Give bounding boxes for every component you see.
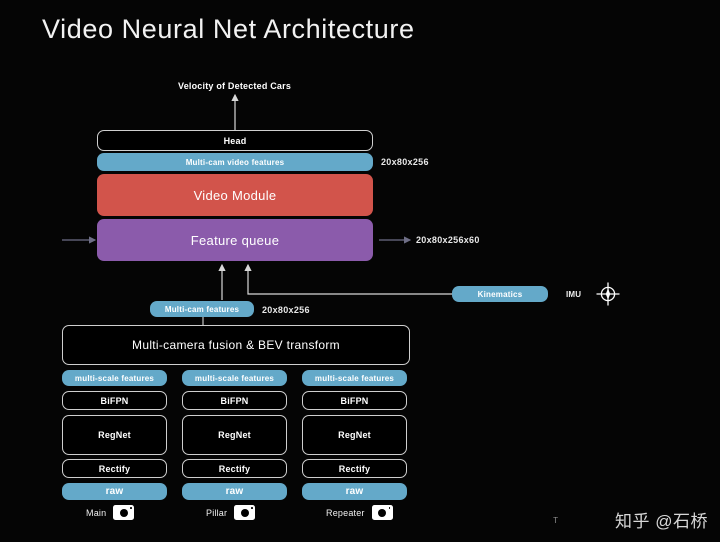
rectify-block-main[interactable]: Rectify <box>62 459 167 478</box>
compass-icon <box>596 282 620 306</box>
dimension-multi-cam-features: 20x80x256 <box>262 305 310 315</box>
output-label: Velocity of Detected Cars <box>178 81 292 91</box>
multi-cam-features-block[interactable]: Multi-cam features <box>150 301 254 317</box>
feature-queue-block[interactable]: Feature queue <box>97 219 373 261</box>
regnet-block-repeater[interactable]: RegNet <box>302 415 407 455</box>
regnet-block-pillar[interactable]: RegNet <box>182 415 287 455</box>
kinematics-block[interactable]: Kinematics <box>452 286 548 302</box>
watermark-mark: T <box>553 516 558 525</box>
camera-row-repeater: Repeater <box>326 505 393 520</box>
page-title: Video Neural Net Architecture <box>42 14 415 44</box>
camera-label: Main <box>86 507 107 518</box>
camera-row-pillar: Pillar <box>206 505 256 520</box>
imu-label: IMU <box>566 290 582 299</box>
bifpn-block-pillar[interactable]: BiFPN <box>182 391 287 410</box>
multi-scale-features-block-pillar[interactable]: multi-scale features <box>182 370 287 386</box>
head-block[interactable]: Head <box>97 130 373 151</box>
watermark: 知乎 @石桥 <box>615 512 708 531</box>
regnet-block-main[interactable]: RegNet <box>62 415 167 455</box>
dimension-feature-queue: 20x80x256x60 <box>416 235 480 245</box>
raw-block-pillar[interactable]: raw <box>182 483 287 500</box>
camera-label: Pillar <box>206 507 228 518</box>
multi-scale-features-block-repeater[interactable]: multi-scale features <box>302 370 407 386</box>
bifpn-block-main[interactable]: BiFPN <box>62 391 167 410</box>
raw-block-main[interactable]: raw <box>62 483 167 500</box>
raw-block-repeater[interactable]: raw <box>302 483 407 500</box>
camera-icon <box>234 505 256 520</box>
multi-cam-video-features-block[interactable]: Multi-cam video features <box>97 153 373 171</box>
rectify-block-repeater[interactable]: Rectify <box>302 459 407 478</box>
camera-icon <box>113 505 135 520</box>
rectify-block-pillar[interactable]: Rectify <box>182 459 287 478</box>
fusion-block[interactable]: Multi-camera fusion & BEV transform <box>62 325 410 365</box>
camera-icon <box>371 505 393 520</box>
video-module-block[interactable]: Video Module <box>97 174 373 216</box>
camera-label: Repeater <box>326 507 365 518</box>
dimension-video-features: 20x80x256 <box>381 157 429 167</box>
multi-scale-features-block-main[interactable]: multi-scale features <box>62 370 167 386</box>
camera-row-main: Main <box>86 505 135 520</box>
bifpn-block-repeater[interactable]: BiFPN <box>302 391 407 410</box>
